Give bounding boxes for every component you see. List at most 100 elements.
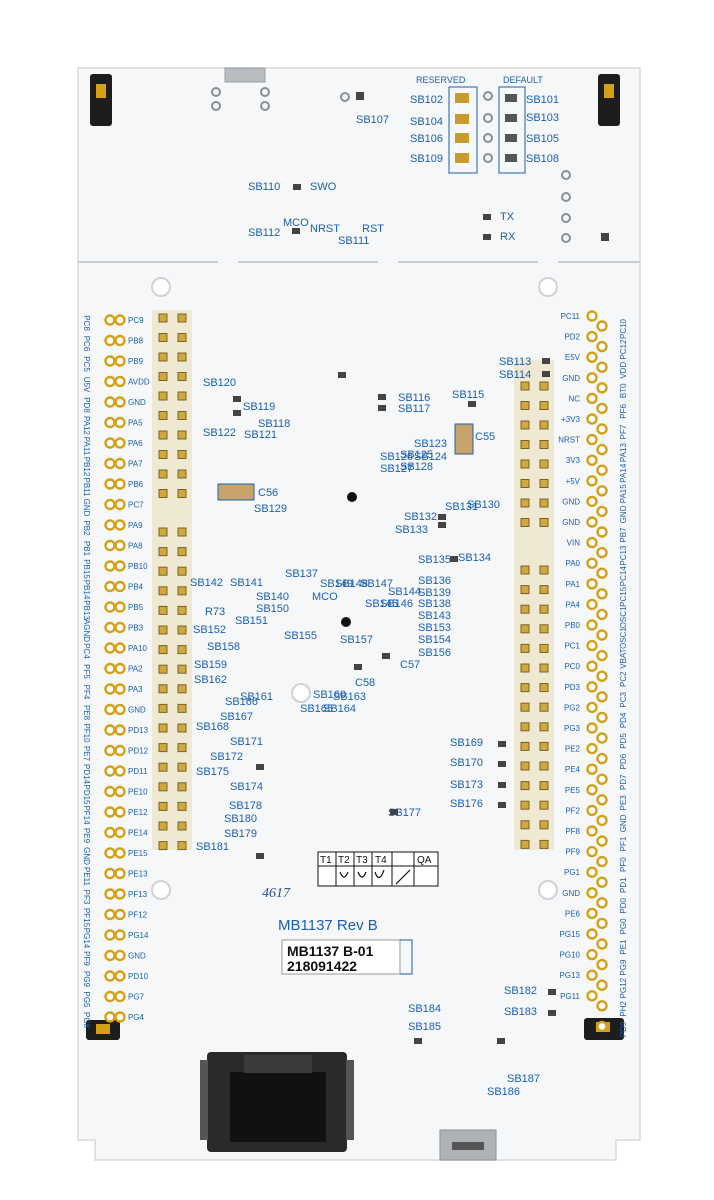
pin-pad (104, 601, 116, 613)
pin-pad (114, 908, 126, 921)
header-pin (520, 839, 530, 849)
svg-text:SB165: SB165 (300, 703, 333, 715)
pin-pad (586, 351, 598, 363)
pin-pad (586, 639, 598, 652)
pin-pad (596, 711, 608, 724)
pin-label: PA14 (619, 463, 628, 483)
header-pin (520, 820, 530, 830)
reserved-label: RESERVED (416, 75, 466, 85)
header-pin (539, 663, 549, 673)
pin-pad (104, 580, 116, 593)
pin-pad (104, 970, 116, 982)
pin-label: PF1 (619, 836, 628, 851)
pin-pad (114, 519, 126, 531)
pin-pad (596, 649, 608, 662)
pin-pad (114, 498, 126, 511)
svg-text:SB187: SB187 (507, 1073, 540, 1085)
pin-label: PA1 (565, 580, 580, 589)
pin-pad (104, 847, 116, 859)
header-pin (539, 839, 549, 849)
pin-pad (104, 867, 116, 880)
pin-label: PB1 (82, 541, 91, 557)
pin-label: PF3 (82, 890, 91, 905)
pin-label: PC15 (619, 586, 628, 607)
svg-text:T2: T2 (338, 855, 350, 866)
pin-label: PF6 (619, 404, 628, 419)
pin-label: PE2 (565, 745, 581, 754)
svg-text:SB114: SB114 (499, 369, 531, 381)
header-pin (177, 762, 187, 772)
pin-pad (586, 928, 598, 940)
pin-label: PA15 (619, 484, 628, 504)
pin-label: AGND (82, 619, 91, 642)
header-pin (158, 605, 168, 615)
pin-label: PG14 (82, 928, 91, 949)
pin-pad (104, 396, 116, 408)
header-pin (177, 841, 187, 851)
pin-label: PC6 (82, 336, 91, 352)
svg-text:C55: C55 (475, 431, 495, 443)
pin-pad (586, 516, 598, 528)
pin-pad (596, 629, 608, 641)
header-pin (158, 352, 168, 362)
pin-label: GND (128, 706, 146, 715)
header-pin (539, 683, 549, 693)
svg-text:SB158: SB158 (207, 641, 240, 653)
svg-text:SB145: SB145 (365, 598, 398, 610)
svg-text:SB139: SB139 (418, 587, 451, 599)
pin-pad (114, 888, 126, 900)
pin-label: PG0 (619, 918, 628, 935)
pin-label: PD1 (619, 877, 628, 893)
header-pin (177, 821, 187, 831)
pin-pad (586, 495, 598, 508)
pin-label: PD10 (128, 972, 149, 981)
svg-text:SB168: SB168 (196, 721, 229, 733)
svg-text:SB162: SB162 (194, 674, 227, 686)
pin-pad (114, 765, 126, 777)
pin-label: PC3 (619, 691, 628, 707)
pin-pad (596, 752, 608, 765)
svg-text:SB185: SB185 (408, 1021, 441, 1033)
svg-text:SB140: SB140 (256, 591, 289, 603)
pin-pad (586, 722, 598, 734)
header-pin (158, 411, 168, 420)
pin-pad (596, 958, 608, 971)
pin-pad (104, 785, 116, 798)
svg-text:SB171: SB171 (230, 736, 263, 748)
pin-label: PG3 (564, 724, 581, 733)
svg-text:SB174: SB174 (230, 781, 263, 793)
pin-pad (104, 929, 116, 941)
svg-text:SB160: SB160 (313, 689, 346, 701)
pin-pad (586, 598, 598, 611)
header-pin (520, 401, 530, 410)
svg-text:SB183: SB183 (504, 1006, 537, 1018)
sb110-label: SB110 (248, 181, 280, 193)
pin-label: PE11 (82, 867, 91, 887)
pin-pad (114, 867, 126, 880)
usb-connector-top (224, 67, 266, 83)
header-pin (520, 479, 530, 488)
header-pin (158, 547, 168, 557)
pin-pad (586, 475, 598, 487)
header-pin (539, 624, 549, 634)
header-pin (539, 440, 549, 449)
svg-text:T1: T1 (320, 855, 332, 866)
pin-pad (104, 703, 116, 716)
pin-pad (586, 578, 598, 590)
pin-label: PC9 (128, 316, 144, 325)
pin-pad (104, 355, 116, 367)
pin-label: PB4 (128, 583, 144, 592)
svg-text:SB170: SB170 (450, 757, 483, 769)
pin-pad (114, 990, 126, 1003)
header-pin (158, 743, 168, 753)
svg-text:SB142: SB142 (190, 577, 223, 589)
pin-label: PF7 (619, 424, 628, 439)
svg-text:SB124: SB124 (414, 451, 447, 463)
pin-label: PG8 (82, 1012, 91, 1029)
header-pin (539, 604, 549, 614)
header-pin (177, 430, 187, 440)
svg-text:MCO: MCO (312, 591, 338, 603)
pin-pad (104, 949, 116, 962)
pin-label: PF13 (128, 890, 148, 899)
